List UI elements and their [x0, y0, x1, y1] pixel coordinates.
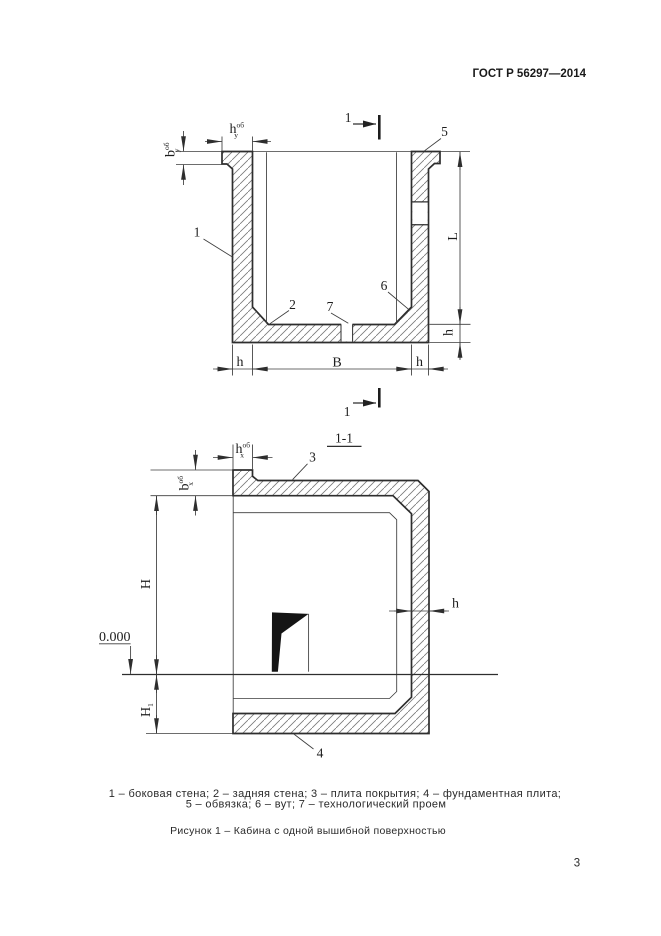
section-mark-bottom: 1 [344, 388, 381, 419]
section-dim-frame-width-ext [232, 444, 253, 469]
plan-walls [221, 150, 441, 344]
plan-dim-wall-right: h [416, 355, 423, 370]
plan-right-wall-gap [412, 202, 428, 224]
level-mark-value: 0.000 [99, 630, 131, 645]
leader-opening [330, 312, 349, 324]
door-leaf [271, 612, 309, 672]
svg-text:1: 1 [345, 110, 352, 125]
page-number: 3 [574, 858, 580, 870]
plan-dim-back-wall: h [442, 329, 457, 336]
leader-frame [424, 138, 442, 152]
leader-foundation-slab [293, 733, 314, 750]
plan-dim-inner-width: B [332, 356, 341, 371]
leader-side-wall [203, 238, 234, 258]
label-side-wall: 1 [194, 225, 201, 240]
section-dim-below-ground: H1 [139, 703, 155, 717]
figure-title: Рисунок 1 – Кабина с одной вышибной пове… [170, 825, 446, 837]
plan-dim-wall-left: h [237, 355, 244, 370]
section-structure [232, 469, 430, 735]
section-dim-wall: h [452, 597, 459, 612]
section-dim-inner-height: H [139, 579, 154, 589]
label-back-wall: 2 [289, 297, 296, 312]
document-code: ГОСТ Р 56297—2014 [473, 68, 587, 80]
section-dim-frame-height: bобх [176, 476, 195, 491]
plan-opening-slot [341, 323, 353, 342]
label-foundation-slab: 4 [317, 746, 324, 761]
plan-bottom-dim-ext [232, 344, 429, 376]
plan-dim-inner-length: L [446, 232, 461, 241]
plan-dim-frame-height: bобу [162, 142, 181, 157]
label-cover-slab: 3 [309, 450, 316, 465]
plan-opening-slot-edges [340, 324, 354, 342]
section-frame-edges [232, 496, 398, 713]
section-mark-top: 1 [345, 110, 381, 140]
label-opening: 7 [327, 299, 334, 314]
label-haunch: 6 [381, 278, 388, 293]
legend-line1: 1 – боковая стена; 2 – задняя стена; 3 –… [109, 788, 561, 800]
svg-text:1: 1 [344, 404, 351, 419]
leader-haunch [387, 291, 409, 310]
leader-back-wall [269, 310, 290, 325]
section-title: 1-1 [335, 431, 353, 446]
plan-right-wall-gap-edges [411, 201, 429, 226]
plan-frame-inner-edges [266, 152, 397, 324]
leader-cover-slab [292, 463, 308, 480]
legend-line2: 5 – обвязка; 6 – вут; 7 – технологически… [186, 799, 447, 811]
label-frame: 5 [441, 124, 448, 139]
plan-right-dim-ext [429, 323, 471, 343]
section-dim-frame-height-ext [150, 469, 233, 497]
